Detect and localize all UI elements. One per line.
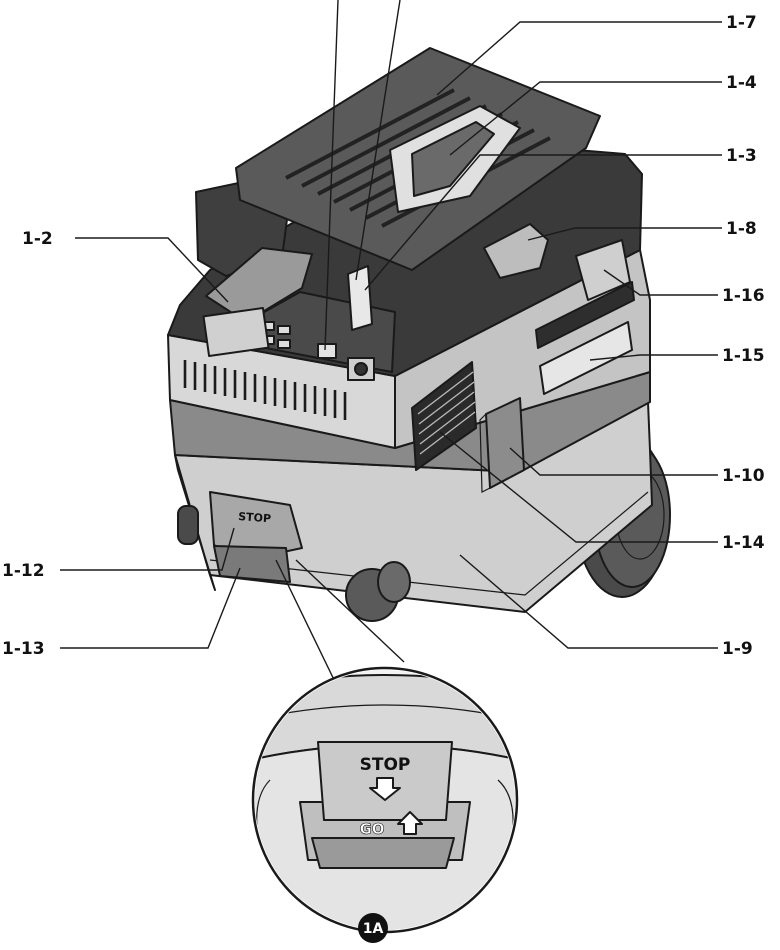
- svg-text:1-12: 1-12: [2, 561, 45, 581]
- dust-extractor-illustration: STOP: [167, 47, 671, 622]
- callout-1-9: 1-9: [459, 554, 753, 659]
- tool-box-lever: [347, 265, 373, 331]
- callout-1-7: 1-7: [436, 13, 757, 96]
- callout-1-13: 1-13: [2, 567, 241, 659]
- front-vent-grille: [183, 360, 347, 420]
- socket-cover: [202, 307, 270, 357]
- callout-1-14: 1-14: [439, 431, 765, 553]
- callout-1-12: 1-12: [2, 527, 235, 581]
- callout-1-2: 1-2: [22, 229, 229, 303]
- callout-1-16: 1-16: [603, 269, 765, 306]
- detail-badge: [358, 913, 388, 943]
- svg-text:1-8: 1-8: [726, 219, 757, 239]
- svg-text:1-14: 1-14: [722, 533, 765, 553]
- svg-text:1-7: 1-7: [726, 13, 757, 33]
- callout-1-3: 1-3: [364, 146, 757, 291]
- container-latch: [485, 397, 525, 489]
- svg-text:1-4: 1-4: [726, 73, 757, 93]
- parking-brake-lever: [213, 545, 291, 583]
- callout-1-8: 1-8: [527, 219, 757, 241]
- svg-text:1-9: 1-9: [722, 639, 753, 659]
- leader-top-right: [355, 0, 401, 281]
- hose-holder: [483, 223, 549, 279]
- callout-1-4: 1-4: [449, 73, 757, 156]
- detail-inset-1a: STOP GO 1A: [251, 559, 519, 943]
- detail-badge-label: 1A: [363, 921, 384, 937]
- svg-text:1-3: 1-3: [726, 146, 757, 166]
- svg-text:1-13: 1-13: [2, 639, 45, 659]
- brake-stop-mark: STOP: [238, 510, 272, 525]
- svg-text:1-15: 1-15: [722, 346, 765, 366]
- nameplate-strip: [535, 281, 635, 349]
- svg-text:1-16: 1-16: [722, 286, 765, 306]
- svg-text:1-2: 1-2: [22, 229, 53, 249]
- front-caster-left: [177, 505, 199, 545]
- front-caster-right: [345, 561, 411, 622]
- leader-top-left: [324, 0, 339, 351]
- side-vent-grille: [411, 361, 477, 471]
- label-recess: [539, 321, 633, 395]
- callout-1-10: 1-10: [509, 447, 765, 486]
- svg-text:1-10: 1-10: [722, 466, 765, 486]
- detail-go-text: GO: [359, 820, 384, 838]
- down-arrow-icon: [369, 777, 401, 801]
- callout-1-15: 1-15: [589, 346, 765, 366]
- up-arrow-icon: [397, 811, 423, 835]
- detail-stop-text: STOP: [360, 755, 411, 775]
- cable-hook: [575, 239, 631, 301]
